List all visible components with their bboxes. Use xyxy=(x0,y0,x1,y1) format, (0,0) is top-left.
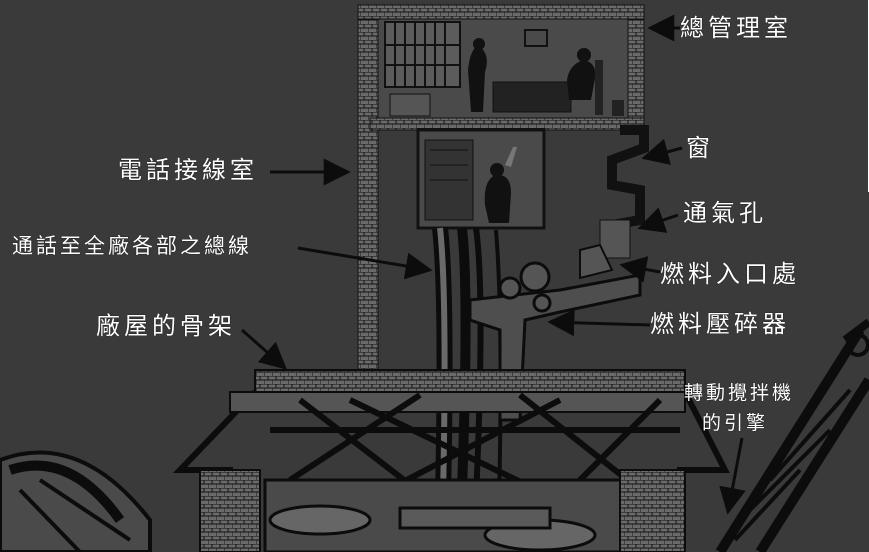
factory-frame xyxy=(172,369,730,552)
flywheel xyxy=(0,450,152,552)
label-arrows xyxy=(241,14,746,515)
label-trunk-line: 通話至全廠各部之總線 xyxy=(12,234,252,258)
label-vent: 通氣孔 xyxy=(683,199,767,227)
office-tower xyxy=(357,4,649,371)
label-fuel-inlet: 燃料入口處 xyxy=(660,260,800,288)
crane xyxy=(715,318,869,552)
label-general-manager-office: 總管理室 xyxy=(680,14,792,42)
label-window: 窗 xyxy=(686,134,714,162)
label-telephone-switchboard-room: 電話接線室 xyxy=(118,156,258,184)
label-fuel-crusher: 燃料壓碎器 xyxy=(650,310,790,338)
label-crane-engine-line2: 的引擎 xyxy=(702,412,769,434)
label-crane-engine-line1: 轉動攪拌機 xyxy=(684,382,795,404)
label-factory-frame: 廠屋的骨架 xyxy=(96,312,236,340)
